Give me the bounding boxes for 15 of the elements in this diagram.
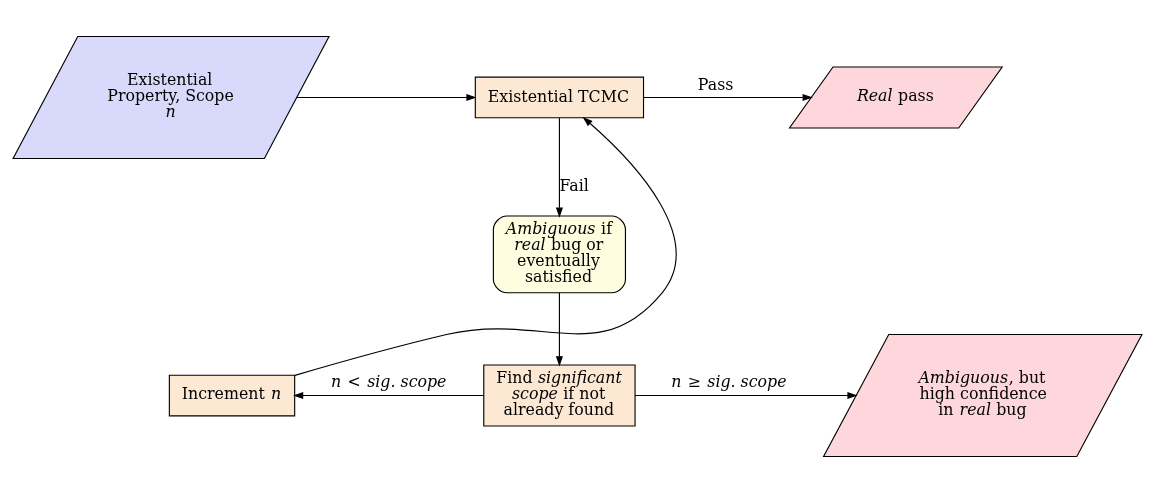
node-box: Ambiguous if real bug or eventually satisfied (492, 215, 627, 294)
edge-label: Pass (697, 74, 734, 94)
arrow (293, 391, 485, 400)
arrow (296, 93, 477, 102)
node-box: Existential TCMC (474, 76, 645, 119)
arrow (634, 391, 858, 400)
edge-label: n ≥ sig. scope (671, 371, 787, 391)
arrow (555, 292, 563, 367)
arrow (643, 93, 813, 102)
node-box: Find significant scope if not already found (483, 364, 636, 427)
edge-label: Fail (559, 176, 589, 196)
edge-label: n < sig. scope (331, 371, 447, 391)
arrow (555, 117, 563, 218)
node-box: Increment n (168, 374, 296, 417)
arrow (294, 116, 677, 376)
